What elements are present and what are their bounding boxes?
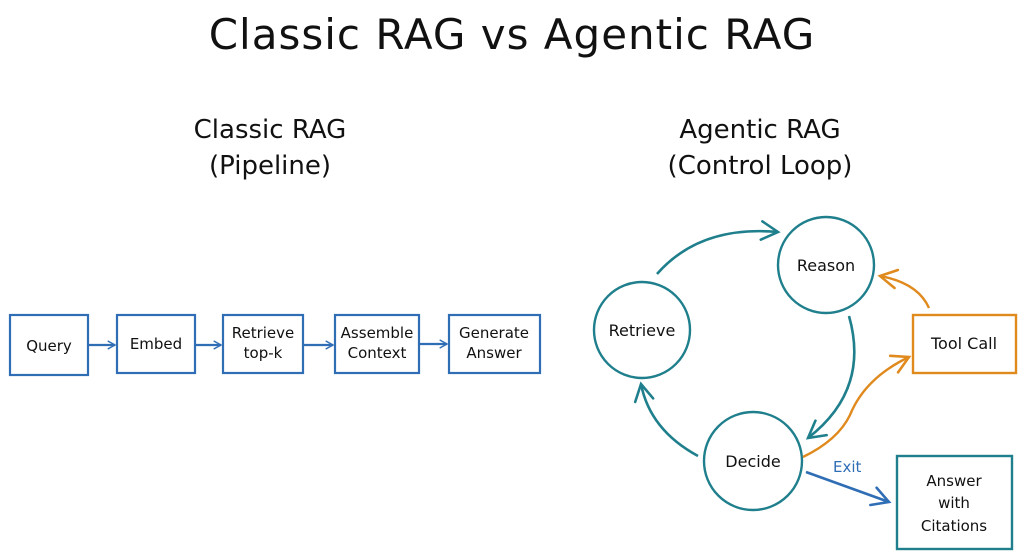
step-label-line2: Answer [466,344,522,362]
pipeline-step-query: Query [8,313,90,377]
edge-reason-to-decide [805,315,856,440]
loop-node-retrieve: Retrieve [592,280,692,380]
agentic-rag-heading: Agentic RAG (Control Loop) [620,112,900,184]
node-label-line2: with [938,494,970,512]
agentic-rag-subtitle: (Control Loop) [667,151,853,181]
step-label-line2: Context [348,344,407,362]
classic-rag-heading: Classic RAG (Pipeline) [140,112,400,184]
step-label-line1: Generate [459,324,529,342]
node-label: Tool Call [930,334,997,353]
tool-call-box: Tool Call [911,313,1018,375]
edge-decide-to-retrieve [633,381,699,458]
node-label-line3: Citations [921,517,987,535]
pipeline-step-generate-answer: Generate Answer [447,313,542,375]
edge-retrieve-to-reason [656,220,781,275]
pipeline-step-assemble-context: Assemble Context [333,313,421,375]
step-label: Query [26,337,72,355]
node-label: Reason [797,256,855,275]
edge-decide-to-tool-call [802,354,912,459]
classic-rag-title: Classic RAG [193,115,347,145]
diagram-title: Classic RAG vs Agentic RAG [208,10,816,59]
edge-decide-exit-to-answer [805,470,892,507]
step-label-line1: Retrieve [232,324,295,342]
node-label: Retrieve [609,321,676,340]
node-label: Decide [725,452,780,471]
classic-rag-subtitle: (Pipeline) [208,151,332,181]
pipeline-step-embed: Embed [115,313,197,375]
edge-tool-call-to-reason [877,268,931,309]
pipeline-step-retrieve-topk: Retrieve top-k [221,313,305,375]
node-label-line1: Answer [926,472,982,490]
answer-with-citations-box: Answer with Citations [895,454,1014,551]
loop-node-decide: Decide [702,410,804,512]
agentic-rag-title: Agentic RAG [679,115,841,145]
loop-node-reason: Reason [776,215,876,315]
step-label-line1: Assemble [341,324,414,342]
step-label: Embed [130,335,182,353]
exit-label: Exit [833,458,862,476]
step-label-line2: top-k [244,344,283,362]
